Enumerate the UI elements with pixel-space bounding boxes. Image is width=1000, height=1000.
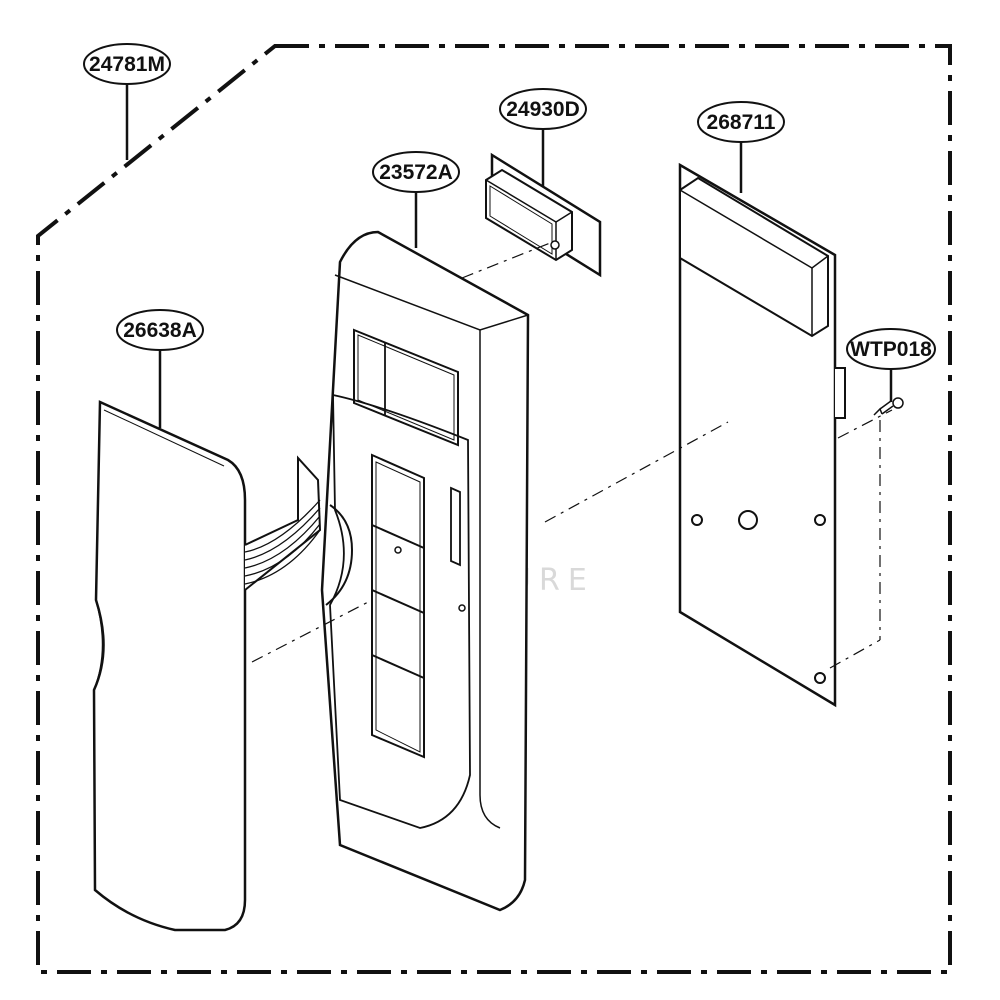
svg-text:268711: 268711 <box>707 111 776 134</box>
svg-text:24781M: 24781M <box>89 53 165 76</box>
ribbon-cable <box>244 455 322 591</box>
part-label-23572A: 23572A <box>372 151 460 193</box>
pcb-part <box>678 162 846 708</box>
front-panel-part <box>320 230 530 912</box>
part-label-268711: 268711 <box>697 101 785 143</box>
leader-lines <box>125 84 893 428</box>
svg-text:26638A: 26638A <box>123 319 197 342</box>
part-label-24930D: 24930D <box>499 88 587 130</box>
svg-text:24930D: 24930D <box>506 98 580 121</box>
svg-text:23572A: 23572A <box>379 161 453 184</box>
svg-text:WTP018: WTP018 <box>850 338 932 361</box>
assembly-boundary <box>36 44 952 974</box>
part-label-WTP018: WTP018 <box>846 328 936 370</box>
cover-sheet-part <box>92 400 247 932</box>
screw-part <box>873 397 904 416</box>
window-part <box>485 152 602 278</box>
part-label-24781M: 24781M <box>83 43 171 85</box>
alignment-lines <box>251 242 893 669</box>
part-label-26638A: 26638A <box>116 309 204 351</box>
